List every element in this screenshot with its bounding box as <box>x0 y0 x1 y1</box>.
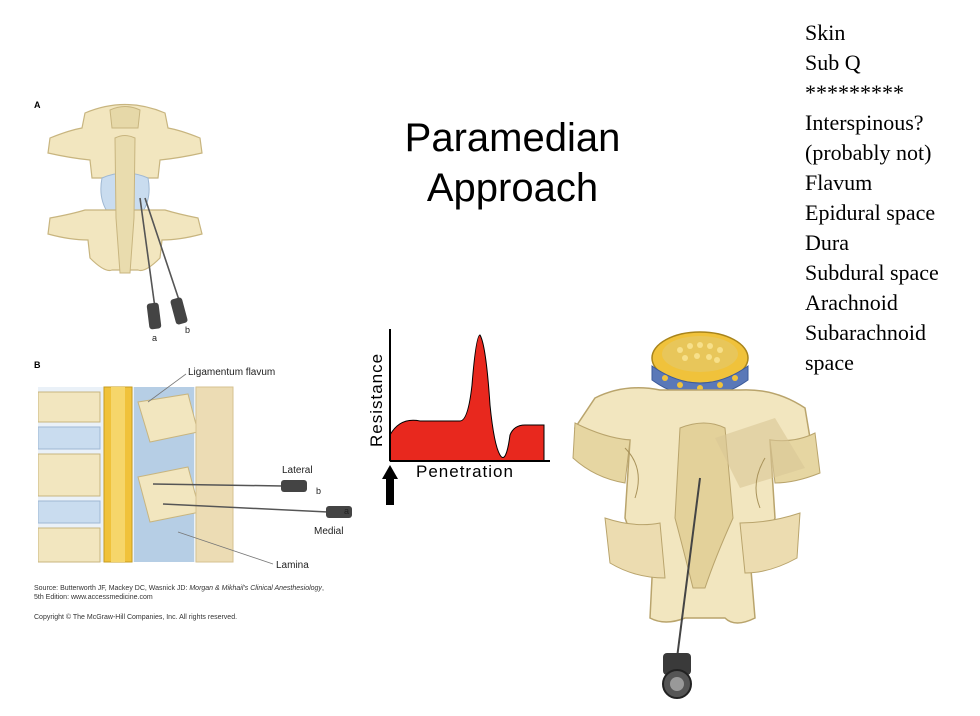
panel-a-illustration <box>47 103 203 330</box>
panel-b-illustration <box>38 373 352 565</box>
resistance-curve-area <box>389 334 545 462</box>
needle-b-tag: b <box>185 325 191 335</box>
source-book-title: Morgan & Mikhail's Clinical Anesthesiolo… <box>189 585 322 592</box>
layer-item: ********* <box>805 80 904 105</box>
lateral-label: Lateral <box>282 465 313 476</box>
title-line-1: Paramedian <box>404 116 621 160</box>
needle-medial <box>162 503 352 518</box>
layer-item: Epidural space <box>805 200 936 225</box>
layer-item: Sub Q <box>805 50 861 75</box>
layer-item: space <box>805 350 854 375</box>
arrow-up-icon <box>382 465 398 505</box>
needle-a-tag-sagittal: a <box>344 506 350 516</box>
needle-b-tag-sagittal: b <box>316 486 322 496</box>
layer-item: Interspinous? <box>805 110 924 135</box>
layer-item: Skin <box>805 20 846 45</box>
needle-lateral <box>152 480 307 492</box>
layer-item: Subdural space <box>805 260 939 285</box>
source-edition: 5th Edition: www.accessmedicine.com <box>34 594 153 601</box>
laminae <box>137 393 201 523</box>
layer-item: (probably not) <box>805 140 932 165</box>
vertebra-lower <box>47 135 203 274</box>
lamina-label: Lamina <box>276 560 309 571</box>
figure-source: Source: Butterworth JF, Mackey DC, Wasni… <box>34 585 324 601</box>
slide-title: Paramedian Approach <box>370 113 655 213</box>
vertebral-bodies <box>38 391 101 563</box>
dura-spinal-cord <box>103 386 133 563</box>
title-line-2: Approach <box>426 166 599 210</box>
figure-copyright: Copyright © The McGraw-Hill Companies, I… <box>34 614 238 621</box>
x-axis-label: Penetration <box>416 462 514 481</box>
dural-sac-cross-section <box>651 331 749 398</box>
layer-item: Dura <box>805 230 849 255</box>
resistance-graph: Resistance Penetration <box>367 329 550 505</box>
layer-list: Skin Sub Q ********* Interspinous? (prob… <box>805 18 975 378</box>
vertebral-column <box>572 387 821 624</box>
needle-a-tag: a <box>152 333 158 343</box>
layer-item: Flavum <box>805 170 873 195</box>
spinal-needle <box>662 477 701 699</box>
ligamentum-flavum-label: Ligamentum flavum <box>188 367 276 378</box>
panel-a-label: A <box>34 100 41 110</box>
layer-item: Arachnoid <box>805 290 898 315</box>
layer-item: Subarachnoid <box>805 320 926 345</box>
medial-label: Medial <box>314 526 344 537</box>
soft-tissue <box>195 386 234 563</box>
needle-b <box>144 197 188 325</box>
y-axis-label: Resistance <box>367 353 386 447</box>
needle-a <box>139 197 162 330</box>
panel-b-label: B <box>34 360 41 370</box>
vertebra-3d-illustration <box>572 331 821 699</box>
